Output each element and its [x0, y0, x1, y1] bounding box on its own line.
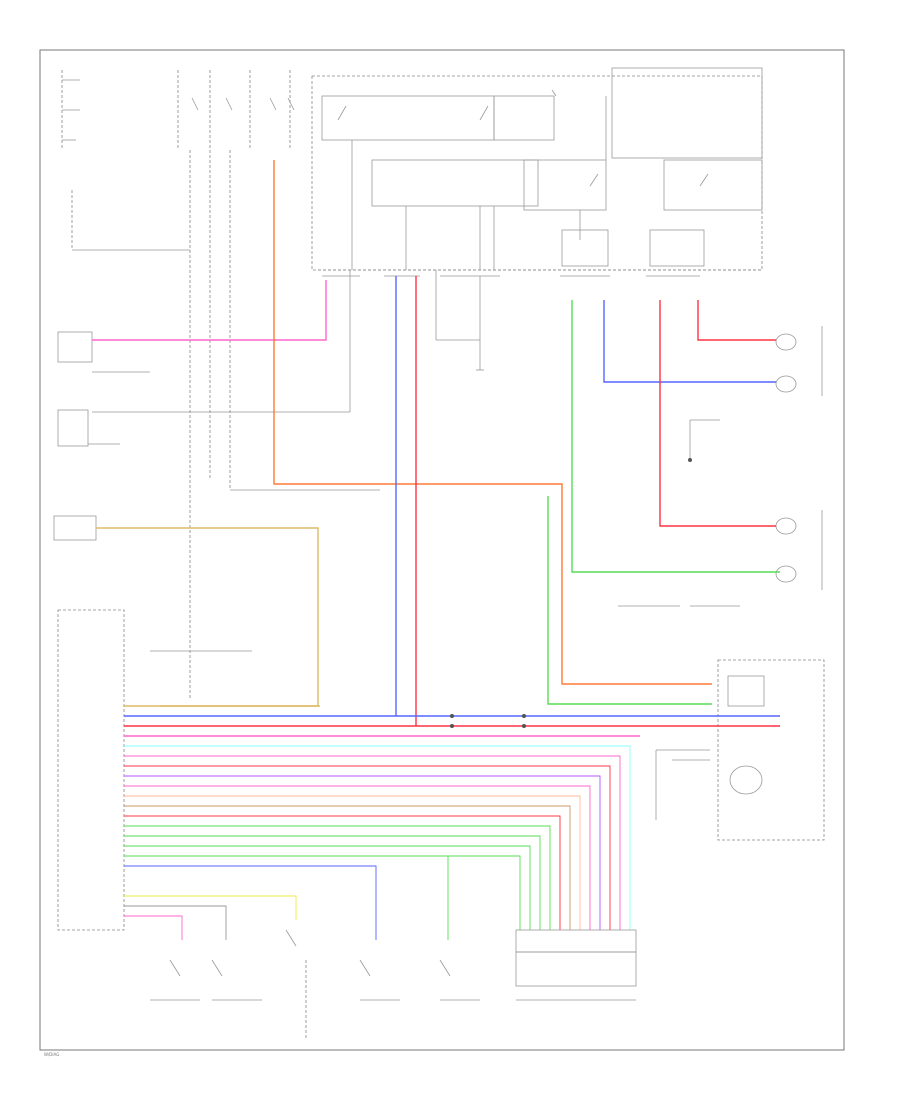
headlamps: [775, 326, 823, 590]
lamp-right-1: [775, 333, 797, 351]
top-left-fuses: [61, 70, 295, 150]
footer-code: W/DIAG: [44, 1052, 59, 1057]
diagram-frame: [39, 49, 845, 1051]
combination-meter: [655, 659, 825, 841]
wire-green-meter: [547, 496, 712, 705]
wire-blue-lamp: [603, 300, 776, 383]
lamp-left-2: [775, 565, 797, 583]
ground-symbols: [150, 270, 740, 652]
switch-harness: [124, 745, 631, 940]
lamp-left-1: [775, 517, 797, 535]
splice-points: [450, 458, 692, 728]
wire-red-lamp-right: [697, 300, 776, 341]
fuse-relay-box: [311, 67, 763, 271]
wire-red-lamp-left: [659, 300, 776, 527]
wire-pink: [92, 280, 327, 341]
left-components: [53, 150, 380, 931]
bottom-switches: [150, 929, 480, 1040]
wire-green-lamp: [571, 300, 780, 573]
wire-tan: [96, 527, 319, 707]
lamp-right-2: [775, 375, 797, 393]
wire-orange: [273, 160, 712, 685]
combination-switch: [515, 929, 637, 1001]
